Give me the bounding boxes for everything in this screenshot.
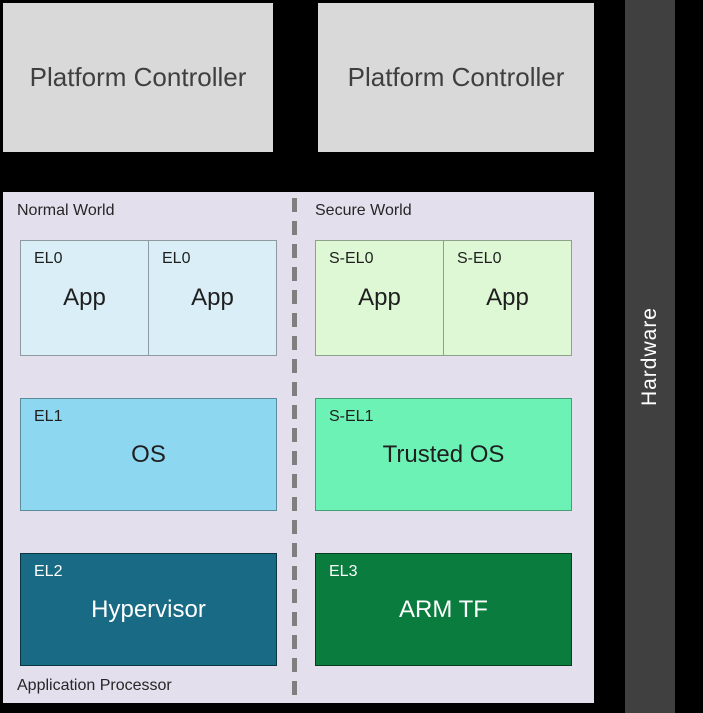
secure-world-label: Secure World xyxy=(315,202,412,219)
box-title: App xyxy=(63,284,106,311)
application-processor-label: Application Processor xyxy=(17,677,172,694)
el1-os-box: EL1 OS xyxy=(20,398,277,511)
platform-controller-box-right: Platform Controller xyxy=(318,3,594,152)
platform-controller-box-left: Platform Controller xyxy=(3,3,273,152)
sel1-trusted-os-box: S-EL1 Trusted OS xyxy=(315,398,572,511)
exception-level-label: EL1 xyxy=(34,408,63,425)
exception-level-label: EL3 xyxy=(329,563,358,580)
hardware-bar: Hardware xyxy=(625,0,675,713)
platform-controller-label: Platform Controller xyxy=(29,62,247,92)
el3-arm-tf-box: EL3 ARM TF xyxy=(315,553,572,666)
box-title: OS xyxy=(131,440,166,468)
box-title: App xyxy=(191,284,234,311)
exception-level-label: EL0 xyxy=(34,250,63,267)
sel0-app-box-1: S-EL0 App xyxy=(315,240,444,356)
box-title: ARM TF xyxy=(399,595,488,623)
el0-app-box-2: EL0 App xyxy=(148,240,277,356)
box-title: App xyxy=(358,284,401,311)
exception-level-label: EL2 xyxy=(34,563,63,580)
application-processor-panel: Normal World Secure World EL0 App EL0 Ap… xyxy=(3,192,594,703)
platform-controller-label: Platform Controller xyxy=(347,62,565,92)
normal-world-label: Normal World xyxy=(17,202,115,219)
exception-level-label: S-EL0 xyxy=(457,250,502,267)
box-title: Trusted OS xyxy=(382,440,505,468)
hardware-label: Hardware xyxy=(638,306,661,407)
world-divider-dashed-line xyxy=(292,198,297,697)
exception-level-label: S-EL1 xyxy=(329,408,374,425)
exception-level-label: S-EL0 xyxy=(329,250,374,267)
box-title: App xyxy=(486,284,529,311)
el2-hypervisor-box: EL2 Hypervisor xyxy=(20,553,277,666)
el0-app-box-1: EL0 App xyxy=(20,240,149,356)
sel0-app-box-2: S-EL0 App xyxy=(443,240,572,356)
box-title: Hypervisor xyxy=(91,595,206,623)
exception-level-label: EL0 xyxy=(162,250,191,267)
